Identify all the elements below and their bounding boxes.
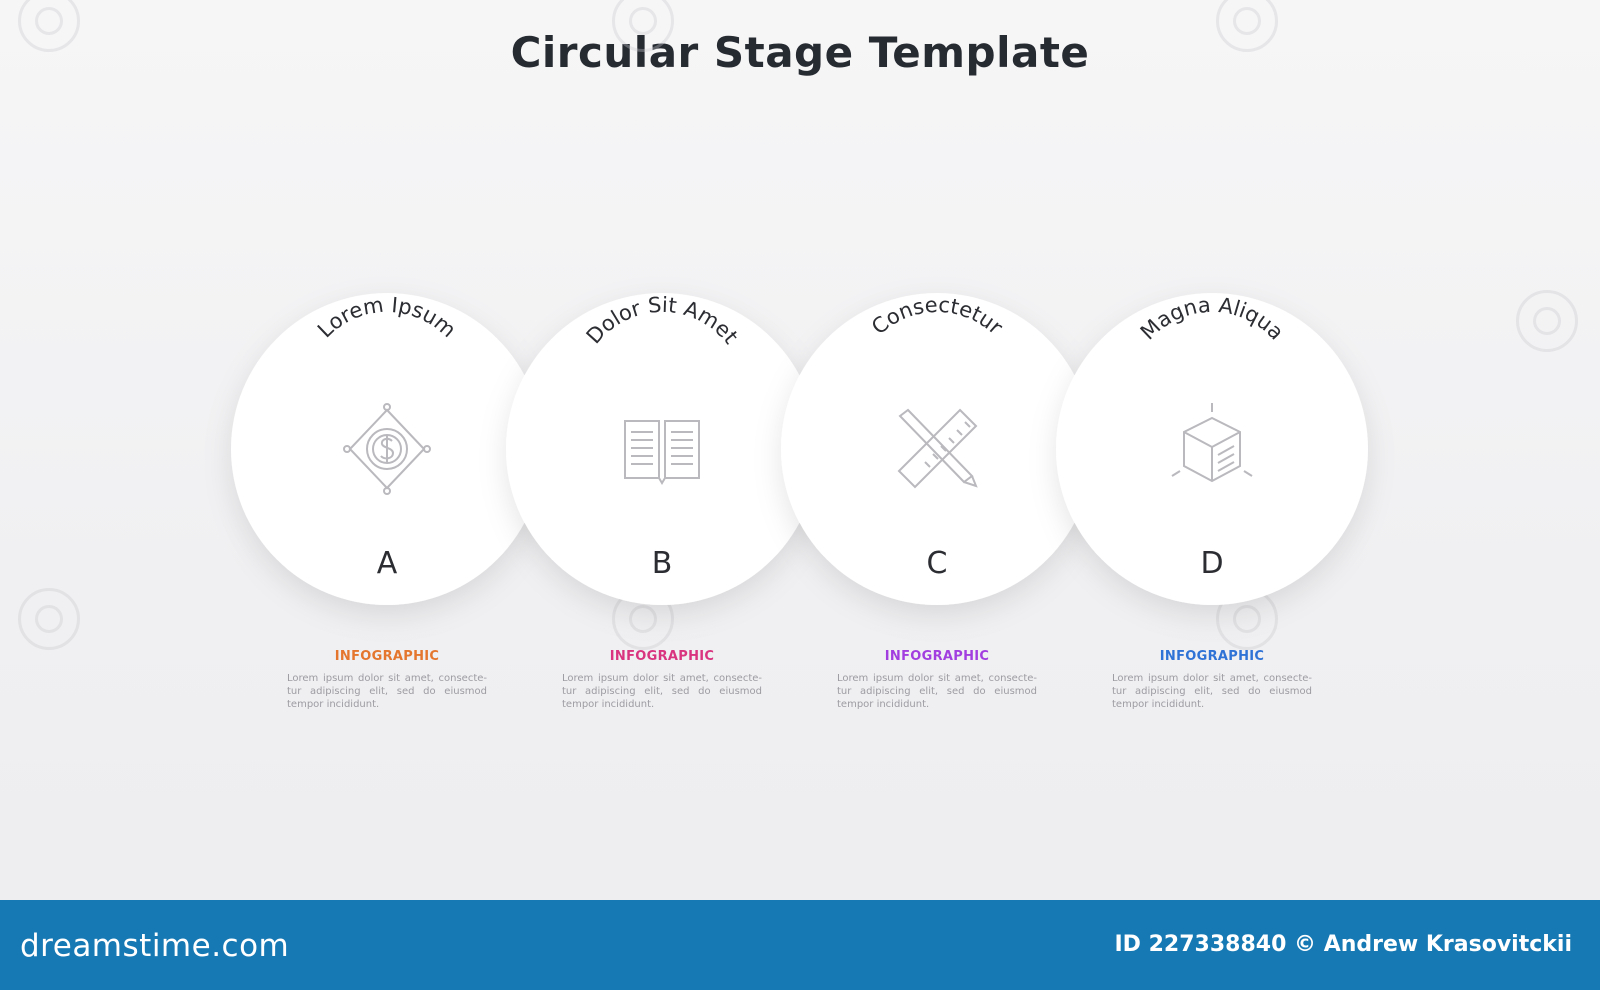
caption-description: Lorem ipsum dolor sit amet, consecte-tur…: [562, 673, 762, 710]
caption-description: Lorem ipsum dolor sit amet, consecte-tur…: [287, 673, 487, 710]
dollar-coin-icon: [343, 403, 431, 495]
watermark-logo-icon: [18, 588, 80, 650]
stage-c: [781, 293, 1093, 605]
stage-letter: D: [1200, 546, 1223, 581]
footer-credit: ID 227338840 © Andrew Krasovitckii: [1114, 932, 1573, 957]
caption-description: Lorem ipsum dolor sit amet, consecte-tur…: [1112, 673, 1312, 710]
footer-bar: dreamstime.com ID 227338840 © Andrew Kra…: [0, 900, 1600, 990]
stage-letter: C: [927, 546, 948, 581]
caption-heading: INFOGRAPHIC: [334, 649, 440, 664]
open-book-icon: [624, 420, 700, 485]
stage-caption: INFOGRAPHIC Lorem ipsum dolor sit amet, …: [1112, 649, 1312, 711]
caption-description: Lorem ipsum dolor sit amet, consecte-tur…: [837, 673, 1037, 710]
footer-brand: dreamstime.com: [20, 928, 290, 964]
watermark-logo-icon: [18, 0, 80, 52]
stage-diagram: Lorem Ipsum Dolor Sit Amet Consectetur M…: [231, 293, 1368, 605]
caption-heading: INFOGRAPHIC: [609, 649, 715, 664]
caption-heading: INFOGRAPHIC: [1159, 649, 1265, 664]
pencil-ruler-icon: [897, 408, 978, 489]
stage-caption: INFOGRAPHIC Lorem ipsum dolor sit amet, …: [287, 649, 487, 711]
stage-caption: INFOGRAPHIC Lorem ipsum dolor sit amet, …: [837, 649, 1037, 711]
stage-b: [506, 293, 818, 605]
watermark-logo-icon: [1516, 290, 1578, 352]
watermark-logo-icon: [612, 0, 674, 52]
stage-letter: B: [652, 546, 673, 581]
cube-icon: [1171, 403, 1253, 483]
stage-letter: A: [377, 546, 398, 581]
watermark-logo-icon: [1216, 0, 1278, 52]
stage-caption: INFOGRAPHIC Lorem ipsum dolor sit amet, …: [562, 649, 762, 711]
page-title: Circular Stage Template: [510, 28, 1090, 77]
caption-heading: INFOGRAPHIC: [884, 649, 990, 664]
